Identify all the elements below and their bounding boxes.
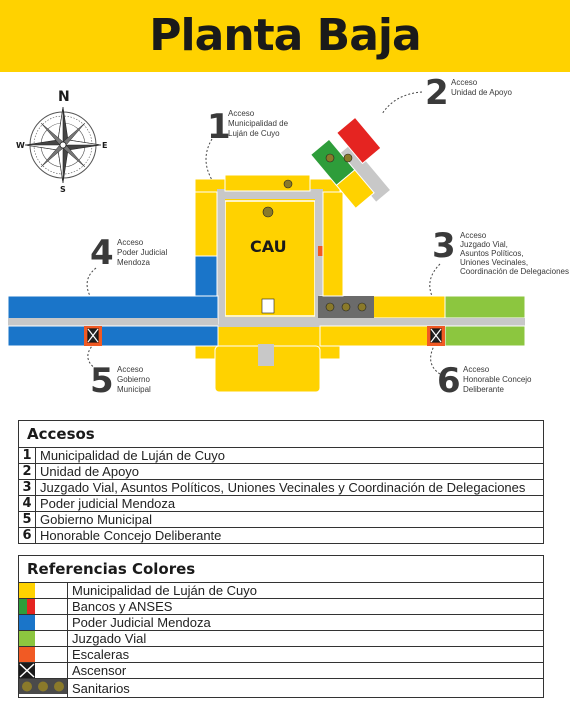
compass-n-label: N [58,89,70,105]
legend-label: Municipalidad de Luján de Cuyo [67,582,544,599]
building-floor-plan: CAU [7,116,526,393]
access-number: 6 [437,361,461,401]
page-title: Planta Baja [149,10,421,61]
legend-label: Escaleras [67,646,544,663]
legend-row: Bancos y ANSES [18,598,544,615]
access-label: Unidad de Apoyo [35,463,544,480]
access-number: 3 [18,479,36,496]
restroom-icon [19,679,67,694]
access-point-6: 6 Acceso Honorable Concejo Deliberante [437,361,532,401]
access-label-line: Acceso [451,78,478,87]
access-number: 5 [18,511,36,528]
access-label-line: Deliberante [463,385,504,394]
access-number: 3 [432,226,456,266]
legend-label: Ascensor [67,662,544,679]
access-label-line: Acceso [117,365,144,374]
access-label: Honorable Concejo Deliberante [35,527,544,544]
yellow-swatch [19,583,35,598]
access-label: Juzgado Vial, Asuntos Políticos, Uniones… [35,479,544,496]
elevator-icon [19,663,35,678]
access-point-5: 5 Acceso Gobierno Municipal [90,361,151,401]
access-label-line: Acceso [463,365,490,374]
floor-plan-map: N S E W [7,74,569,401]
access-label-line: Acceso [460,231,487,240]
access-number: 2 [18,463,36,480]
legend-title: Referencias Colores [18,555,544,583]
blue-swatch [19,615,35,630]
access-label: Poder judicial Mendoza [35,495,544,512]
compass-w-label: W [16,141,25,150]
access-number: 5 [90,361,114,401]
access-number: 6 [18,527,36,544]
access-point-2: 2 Acceso Unidad de Apoyo [425,74,512,113]
compass-rose-icon: N S E W [16,89,107,194]
color-legend-table: Referencias Colores Municipalidad de Luj… [18,555,544,698]
legend-label: Bancos y ANSES [67,598,544,615]
access-label-line: Municipalidad de [228,119,289,128]
access-number: 1 [207,107,231,147]
legend-row: Sanitarios [18,678,544,698]
access-number: 4 [18,495,36,512]
access-label-line: Coordinación de Delegaciones [460,267,569,276]
access-label-line: Unidad de Apoyo [451,88,512,97]
legend-row: Municipalidad de Luján de Cuyo [18,582,544,599]
access-label: Gobierno Municipal [35,511,544,528]
compass-e-label: E [102,141,107,150]
access-label-line: Acceso [228,109,255,118]
legend-row: Juzgado Vial [18,630,544,647]
access-label-line: Acceso [117,238,144,247]
legend-row: Escaleras [18,646,544,663]
legend-label: Sanitarios [67,678,544,698]
access-number: 4 [90,233,114,273]
title-bar: Planta Baja [0,0,570,72]
access-label-line: Asuntos Políticos, [460,249,524,258]
compass-s-label: S [60,185,66,194]
access-label-line: Municipal [117,385,151,394]
red-green-swatch [19,599,35,614]
access-label-line: Poder Judicial [117,248,167,257]
access-label-line: Uniones Vecinales, [460,258,528,267]
access-number: 1 [18,447,36,464]
legend-row: Poder Judicial Mendoza [18,614,544,631]
access-point-1: 1 Acceso Municipalidad de Luján de Cuyo [207,107,289,147]
legend-label: Juzgado Vial [67,630,544,647]
access-label: Municipalidad de Luján de Cuyo [35,447,544,464]
legend-row: Ascensor [18,662,544,679]
access-point-4: 4 Acceso Poder Judicial Mendoza [90,233,167,273]
access-label-line: Luján de Cuyo [228,129,280,138]
access-label-line: Gobierno [117,375,150,384]
access-number: 2 [425,74,449,113]
legend-label: Poder Judicial Mendoza [67,614,544,631]
orange-swatch [19,647,35,662]
accesos-title: Accesos [18,420,544,448]
light-green-swatch [19,631,35,646]
cau-label: CAU [250,237,287,256]
access-label-line: Mendoza [117,258,150,267]
access-point-3: 3 Acceso Juzgado Vial, Asuntos Políticos… [432,226,569,276]
access-label-line: Juzgado Vial, [460,240,508,249]
access-label-line: Honorable Concejo [463,375,532,384]
